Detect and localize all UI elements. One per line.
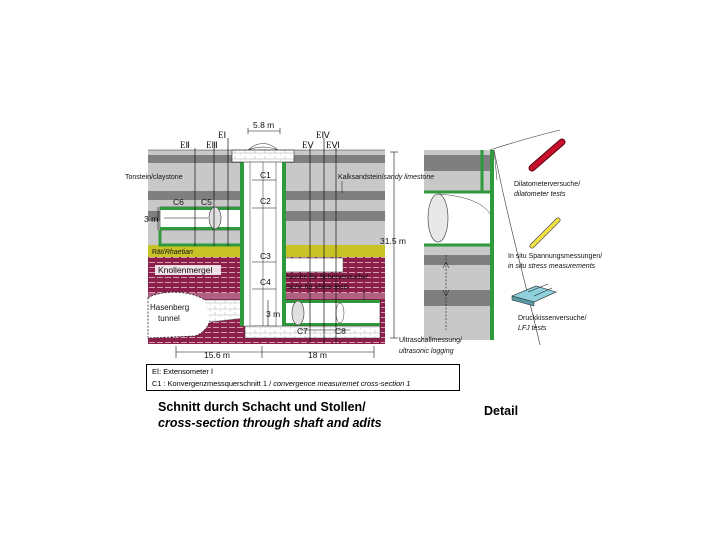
label-stress-en: in situ stress measurements: [508, 263, 596, 270]
dim-lower-adit: 3 m: [266, 309, 280, 319]
upper-left-adit: [159, 206, 253, 231]
convergence-lines: [164, 179, 350, 331]
dimension-lines: [157, 128, 398, 358]
convergence-c2: C2: [260, 196, 271, 206]
stress-measurement-icon: [529, 217, 561, 249]
legend-extensometer: EⅠ: Extensometer Ⅰ: [152, 367, 214, 376]
label-lfj-en: LFJ tests: [518, 325, 547, 332]
label-dilatometer-de: Dilatometerversuche/: [514, 181, 580, 188]
label-dilatometer-en: dilatometer tests: [514, 191, 566, 198]
caption-main-en: cross-section through shaft and adits: [158, 416, 382, 430]
extensometer-label-2: EⅡ: [180, 140, 190, 150]
shaft: [231, 143, 295, 340]
lining: [158, 230, 240, 247]
legend-box: EⅠ: Extensometer Ⅰ C1 : Konvergenzmessqu…: [146, 364, 460, 391]
label-rhaetian-de: Rät/: [152, 249, 165, 256]
dim-shaft-diameter: 5.8 m: [253, 120, 274, 130]
label-rhaetian-en: Rhaetian: [165, 249, 193, 256]
extensometer-label-5: EⅤ: [302, 140, 314, 150]
label-stress-de: In situ Spannungsmessungen/: [508, 253, 602, 260]
convergence-c7: C7: [297, 326, 308, 336]
label-niche-en: niche for shear tests: [286, 284, 350, 291]
label-knollenmergel: Knollenmergel: [158, 265, 212, 275]
convergence-c4: C4: [260, 277, 271, 287]
label-ultrasonic-de: Ultraschallmessung/: [399, 337, 462, 344]
caption-cross-section: Schnitt durch Schacht und Stollen/ cross…: [158, 399, 382, 431]
lfj-plate-icon: [511, 283, 557, 307]
legend-convergence: C1 : Konvergenzmessquerschnitt 1 / conve…: [152, 378, 454, 390]
extensometer-label-3: EⅢ: [206, 140, 218, 150]
convergence-c6: C6: [173, 197, 184, 207]
detail-view: [424, 129, 561, 346]
shear-test-niche: [282, 257, 344, 273]
label-ultrasonic-en: ultrasonic logging: [399, 348, 454, 355]
caption-detail: Detail: [484, 404, 519, 418]
dim-left-adit: 3 m: [144, 214, 158, 224]
caption-main-de: Schnitt durch Schacht und Stollen/: [158, 400, 366, 414]
floor-brick: [244, 325, 381, 339]
legend-convergence-en: convergence measuremet cross-section 1: [273, 378, 411, 388]
extensometer-lines: [194, 138, 337, 343]
label-claystone: Tonstein/claystone: [125, 174, 183, 181]
label-tunnel-1: Hasenberg: [150, 303, 189, 312]
label-limestone-en: sandy limestone: [384, 174, 435, 181]
hasenberg-tunnel: [147, 291, 246, 339]
dim-right-span: 18 m: [308, 350, 327, 360]
legend-convergence-de: C1 : Konvergenzmessquerschnitt 1 /: [152, 378, 274, 388]
extensometer-label-4: EⅣ: [316, 130, 330, 140]
convergence-c1: C1: [260, 170, 271, 180]
convergence-c5: C5: [201, 197, 212, 207]
label-lfj-de: Druckkissenversuche/: [518, 315, 587, 322]
extensometer-label-1: EⅠ: [218, 130, 226, 140]
label-rhaetian: Rät/Rhaetian: [152, 249, 193, 256]
knollenmergel-label-bg: [155, 265, 221, 275]
label-tunnel-2: tunnel: [158, 314, 180, 323]
dim-left-span: 15.6 m: [204, 350, 230, 360]
convergence-c8: C8: [335, 326, 346, 336]
convergence-c3: C3: [260, 251, 271, 261]
dilatometer-icon: [528, 138, 566, 172]
label-limestone-de: Kalksandstein/: [338, 174, 384, 181]
extensometer-label-6: EⅥ: [326, 140, 340, 150]
dim-depth: 31.5 m: [380, 236, 406, 246]
label-niche-de: Nische für Scherversuche/: [286, 274, 368, 281]
label-limestone: Kalksandstein/sandy limestone: [338, 174, 434, 181]
